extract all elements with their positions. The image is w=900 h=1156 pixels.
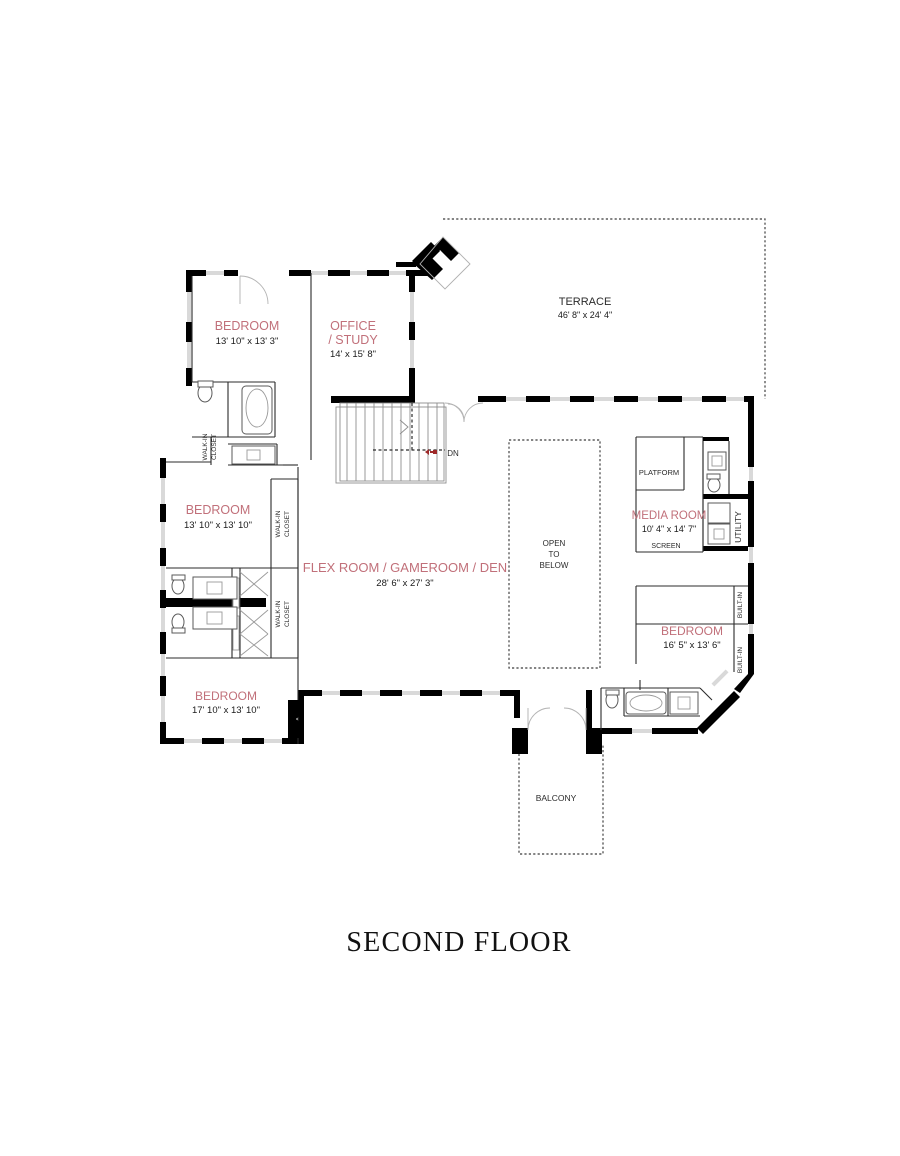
room-dimensions: 16' 5" x 13' 6" (663, 640, 720, 651)
open-to-below-outline (508, 439, 601, 669)
balcony-outline (518, 745, 604, 855)
room-label-bedroom-right: BEDROOM 16' 5" x 13' 6" (661, 624, 723, 651)
room-dimensions: 10' 4" x 14' 7" (642, 524, 696, 534)
platform-label: PLATFORM (639, 468, 679, 477)
staircase (335, 402, 447, 484)
walk-in-closet-3: WALK-IN CLOSET (275, 600, 291, 627)
room-dimensions: 13' 10" x 13' 3" (216, 336, 279, 347)
utility-label: UTILITY (733, 511, 743, 543)
room-name: TERRACE (559, 296, 612, 308)
page-title: SECOND FLOOR (346, 927, 571, 958)
walk-in-closet-1: WALK-IN CLOSET (202, 433, 218, 460)
closet-label-line1: WALK-IN (202, 433, 209, 460)
built-in-label-upper: BUILT-IN (737, 592, 744, 619)
stairs-direction-label: DN (447, 449, 459, 458)
room-dimensions: 13' 10" x 13' 10" (184, 520, 252, 531)
open-to-below-line1: OPEN (543, 539, 566, 548)
room-name: BEDROOM (661, 624, 723, 638)
room-label-office-study: OFFICE / STUDY 14' x 15' 8" (328, 319, 378, 360)
room-label-bedroom-top-left: BEDROOM 13' 10" x 13' 3" (215, 319, 280, 347)
room-label-media-room: MEDIA ROOM 10' 4" x 14' 7" SCREEN PLATFO… (632, 468, 707, 550)
exterior-walls (160, 236, 754, 754)
room-dimensions: 14' x 15' 8" (330, 349, 376, 360)
room-label-bedroom-bottom-left: BEDROOM 17' 10" x 13' 10" (192, 689, 260, 716)
walk-in-closet-2: WALK-IN CLOSET (275, 510, 291, 537)
closet-label-line1: WALK-IN (275, 510, 282, 537)
closet-label-line2: CLOSET (211, 434, 218, 460)
doors (239, 275, 587, 731)
room-name: MEDIA ROOM (632, 510, 707, 522)
open-to-below-line3: BELOW (540, 561, 569, 570)
balcony-label: BALCONY (536, 793, 577, 803)
room-dimensions: 17' 10" x 13' 10" (192, 705, 260, 716)
room-name-line2: / STUDY (328, 333, 378, 347)
room-dimensions: 28' 6" x 27' 3" (376, 578, 433, 589)
open-to-below-label: OPEN TO BELOW (540, 539, 569, 570)
room-name: BEDROOM (186, 503, 251, 517)
closet-label-line2: CLOSET (284, 511, 291, 537)
room-label-flex-room: FLEX ROOM / GAMEROOM / DEN 28' 6" x 27' … (303, 560, 507, 589)
room-name-line1: OFFICE (330, 319, 376, 333)
room-label-bedroom-mid-left: BEDROOM 13' 10" x 13' 10" (184, 503, 252, 531)
plumbing-fixtures (171, 380, 731, 715)
screen-label: SCREEN (651, 543, 680, 550)
room-name: BEDROOM (195, 689, 257, 703)
terrace-outline (443, 218, 766, 399)
room-label-terrace: TERRACE 46' 8" x 24' 4" (558, 296, 612, 320)
open-to-below-line2: TO (549, 550, 560, 559)
room-name: FLEX ROOM / GAMEROOM / DEN (303, 560, 507, 575)
closet-label-line2: CLOSET (284, 601, 291, 627)
room-name: BEDROOM (215, 319, 280, 333)
built-in-label-lower: BUILT-IN (737, 647, 744, 674)
room-dimensions: 46' 8" x 24' 4" (558, 310, 612, 320)
closet-label-line1: WALK-IN (275, 600, 282, 627)
